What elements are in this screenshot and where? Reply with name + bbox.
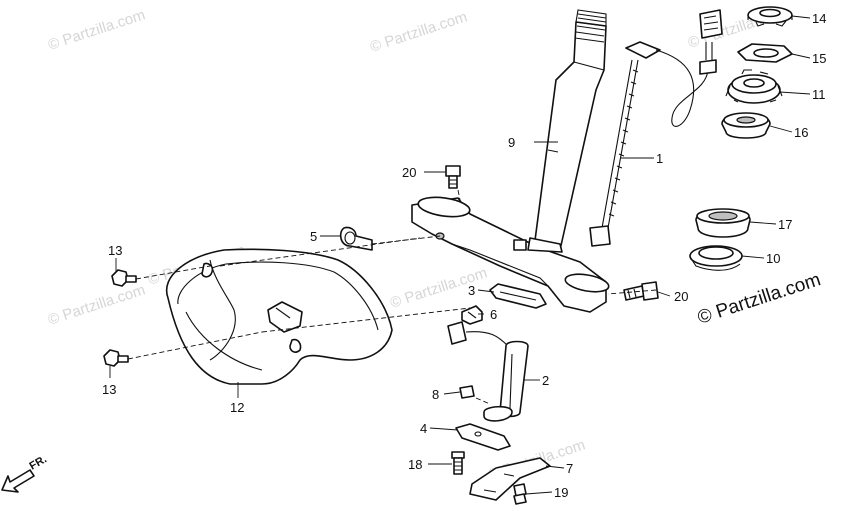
stay-part-3	[489, 283, 547, 309]
part-label-15: 15	[812, 51, 826, 66]
part-label-2: 2	[542, 373, 549, 388]
part-label-1: 1	[656, 151, 663, 166]
part-label-13: 13	[108, 243, 122, 258]
steering-stem-part-9	[533, 9, 607, 251]
arrow-down-left-icon	[1, 469, 35, 493]
wire-harness-part-1	[589, 9, 723, 247]
part-label-19: 19	[554, 485, 568, 500]
alignment-lines	[127, 189, 657, 405]
part-label-11: 11	[812, 87, 826, 102]
part-label-16: 16	[794, 125, 808, 140]
part-label-9: 9	[508, 135, 515, 150]
lock-nut-part-14	[747, 6, 793, 27]
watermark-main: © Partzilla.com	[695, 269, 823, 329]
dust-seal-part-16	[721, 112, 771, 139]
bolt-part-20	[445, 165, 461, 189]
leader-lines	[109, 15, 811, 495]
bolt-part-13	[103, 349, 129, 367]
part-label-20: 20	[402, 165, 416, 180]
bracket-part-7	[469, 457, 551, 501]
part-label-17: 17	[778, 217, 792, 232]
adjusting-nut-part-11	[725, 69, 783, 104]
watermark: © Partzilla.com	[46, 6, 147, 53]
indicator-switch-part-2	[447, 321, 529, 422]
bolt-part-13	[111, 269, 137, 287]
grommet-part-8	[459, 385, 475, 399]
part-label-4: 4	[420, 421, 427, 436]
part-label-13: 13	[102, 382, 116, 397]
lock-washer-part-15	[737, 43, 793, 63]
part-label-6: 6	[490, 307, 497, 322]
screw-part-19	[513, 483, 527, 505]
part-label-12: 12	[230, 400, 244, 415]
part-label-8: 8	[432, 387, 439, 402]
part-label-5: 5	[310, 229, 317, 244]
part-label-3: 3	[468, 283, 475, 298]
bottom-bridge	[411, 196, 610, 313]
clip-part-6	[461, 305, 483, 325]
plate-part-4	[455, 423, 511, 451]
part-label-10: 10	[766, 251, 780, 266]
part-label-18: 18	[408, 457, 422, 472]
watermark: © Partzilla.com	[46, 281, 147, 328]
part-labels: 1 2 3 4 5 6 7 8 9 10 11 12 13 13 14 15 1…	[102, 11, 826, 500]
screw-part-18	[451, 451, 465, 475]
part-label-20: 20	[674, 289, 688, 304]
bearing-part-17	[695, 208, 751, 238]
part-label-7: 7	[566, 461, 573, 476]
watermark: © Partzilla.com	[368, 8, 469, 55]
front-direction-indicator: FR.	[1, 453, 49, 493]
dust-seal-part-10	[689, 245, 743, 271]
headlight-case-part-12	[165, 248, 393, 385]
part-label-14: 14	[812, 11, 826, 26]
bolt-part-20	[623, 281, 659, 301]
front-label: FR.	[28, 453, 49, 472]
